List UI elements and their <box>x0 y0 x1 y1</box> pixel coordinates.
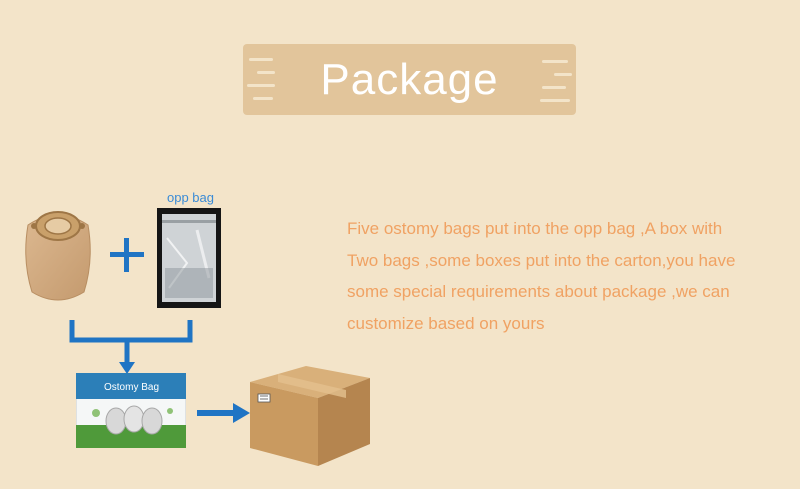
banner-stripe <box>540 99 570 102</box>
banner-stripe <box>554 73 572 76</box>
description-line: some special requirements about package … <box>347 282 730 301</box>
description-line: customize based on yours <box>347 313 545 333</box>
arrow-right-icon <box>197 403 250 423</box>
banner-stripe <box>247 84 275 87</box>
banner-stripe <box>253 97 273 100</box>
package-description: Five ostomy bags put into the opp bag ,A… <box>347 213 757 339</box>
retail-box-image: Ostomy Bag <box>76 373 186 448</box>
bracket-arrow-down-icon <box>69 320 193 374</box>
banner-stripe <box>542 86 566 89</box>
banner-stripe <box>542 60 568 63</box>
title-banner: Package <box>243 44 576 115</box>
plus-icon <box>110 238 144 272</box>
opp-bag-image <box>157 208 221 308</box>
description-line: Five ostomy bags put into the opp bag ,A… <box>347 219 723 238</box>
ostomy-bag-image <box>25 211 91 301</box>
carton-box-image <box>250 366 370 466</box>
retail-box-brand-text: Ostomy Bag <box>104 382 159 393</box>
banner-stripe <box>249 58 273 61</box>
description-line: Two bags ,some boxes put into the carton… <box>347 250 736 270</box>
opp-bag-label: opp bag <box>167 190 214 205</box>
page-title: Package <box>320 54 499 104</box>
banner-stripe <box>257 71 275 74</box>
